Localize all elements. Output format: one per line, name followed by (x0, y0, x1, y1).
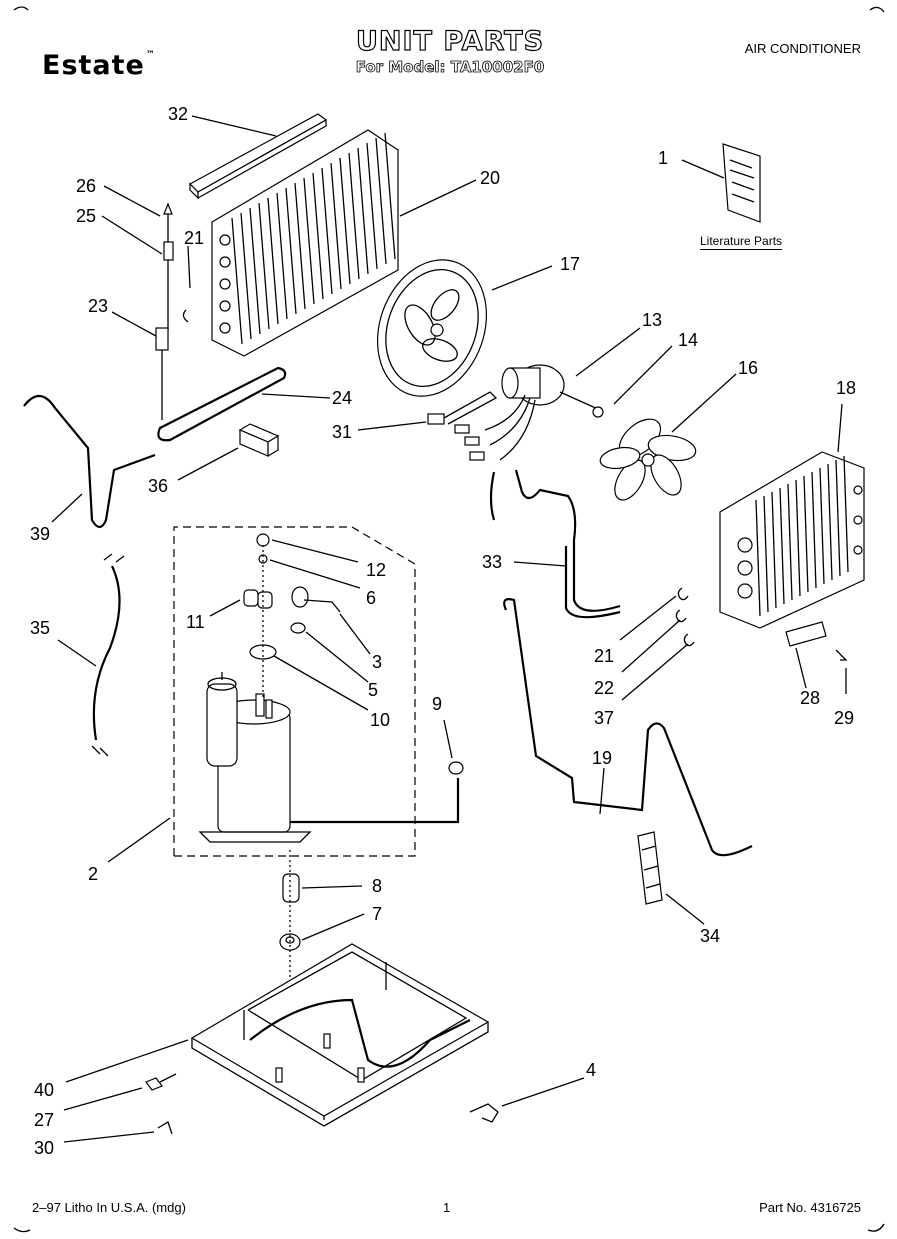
part-29-clip (835, 649, 848, 661)
callout-8: 8 (372, 876, 382, 896)
callout-23: 23 (88, 296, 108, 316)
leader-lines (51, 115, 847, 1143)
callout-40: 40 (34, 1080, 54, 1100)
part-2-compressor-assembly (173, 526, 460, 857)
part-27-screw (145, 1073, 177, 1091)
literature-parts-label: Literature Parts (700, 234, 783, 250)
callout-16: 16 (738, 358, 758, 378)
callout-35: 35 (30, 618, 50, 638)
callout-34: 34 (700, 926, 720, 946)
callout-20: 20 (480, 168, 500, 188)
part-18-evaporator-coil (719, 451, 865, 629)
callout-31: 31 (332, 422, 352, 442)
callout-25: 25 (76, 206, 96, 226)
callout-39: 39 (30, 524, 50, 544)
callout-29: 29 (834, 708, 854, 728)
callout-4: 4 (586, 1060, 596, 1080)
callout-2: 2 (88, 864, 98, 884)
part-21-22-37-clips (675, 587, 695, 647)
callout-33: 33 (482, 552, 502, 572)
part-13-fan-motor (454, 364, 601, 461)
model-subtitle: For Model: TA10002F0 (355, 58, 545, 77)
callout-36: 36 (148, 476, 168, 496)
callout-22: 22 (594, 678, 614, 698)
callout-17: 17 (560, 254, 580, 274)
callout-7: 7 (372, 904, 382, 924)
print-info: 2–97 Litho In U.S.A. (mdg) (32, 1200, 186, 1215)
part-20-condenser-coil (211, 129, 399, 357)
callout-12: 12 (366, 560, 386, 580)
callout-10: 10 (370, 710, 390, 730)
callout-11: 11 (186, 612, 205, 632)
part-25-26-capillary-assembly (155, 202, 189, 420)
callout-32: 32 (168, 104, 188, 124)
callout-14: 14 (678, 330, 698, 350)
callout-5: 5 (368, 680, 378, 700)
callout-24: 24 (332, 388, 352, 408)
part-8-mounting-sleeve (282, 873, 300, 903)
part-32-gasket-strip (189, 113, 328, 200)
callout-19: 19 (592, 748, 612, 768)
callout-18: 18 (836, 378, 856, 398)
part-28-bracket (785, 621, 827, 647)
part-9-grommet (448, 761, 464, 775)
product-category: AIR CONDITIONER (744, 41, 861, 56)
part-31-wire-connector (427, 391, 498, 425)
callout-9: 9 (432, 694, 442, 714)
part-40-base-pan (190, 943, 490, 1127)
page-number: 1 (443, 1200, 451, 1215)
part-number: Part No. 4316725 (759, 1200, 861, 1215)
part-24-drain-heater-loop (157, 366, 287, 442)
part-1-literature-pamphlet (722, 143, 761, 223)
callout-21b: 21 (594, 646, 614, 666)
part-33-tube-assembly (489, 469, 621, 619)
part-39-tube (23, 394, 156, 529)
callout-6: 6 (366, 588, 376, 608)
callout-21: 21 (184, 228, 204, 248)
callout-30: 30 (34, 1138, 54, 1158)
part-34-air-filter (637, 831, 663, 905)
part-35-wire-harness (91, 553, 125, 757)
callout-1: 1 (658, 148, 668, 168)
page-frame-corners (13, 6, 885, 1233)
part-4-bracket (469, 1103, 499, 1123)
callout-26: 26 (76, 176, 96, 196)
part-14-nut (592, 406, 604, 418)
callout-numbers: 32 26 25 21 23 20 1 17 13 14 16 18 24 31… (30, 104, 856, 1158)
callout-37: 37 (594, 708, 614, 728)
callout-3: 3 (372, 652, 382, 672)
callout-27: 27 (34, 1110, 54, 1130)
brand-logo: Estate™ (42, 50, 156, 81)
part-19-capillary-tube (503, 598, 753, 857)
part-36-foam-block (238, 423, 280, 458)
page-title: UNIT PARTS (355, 25, 545, 57)
part-16-fan-blade (599, 418, 697, 501)
callout-13: 13 (642, 310, 662, 330)
part-17-fan-shroud (376, 259, 488, 397)
part-30-clip (157, 1121, 173, 1135)
callout-28: 28 (800, 688, 820, 708)
